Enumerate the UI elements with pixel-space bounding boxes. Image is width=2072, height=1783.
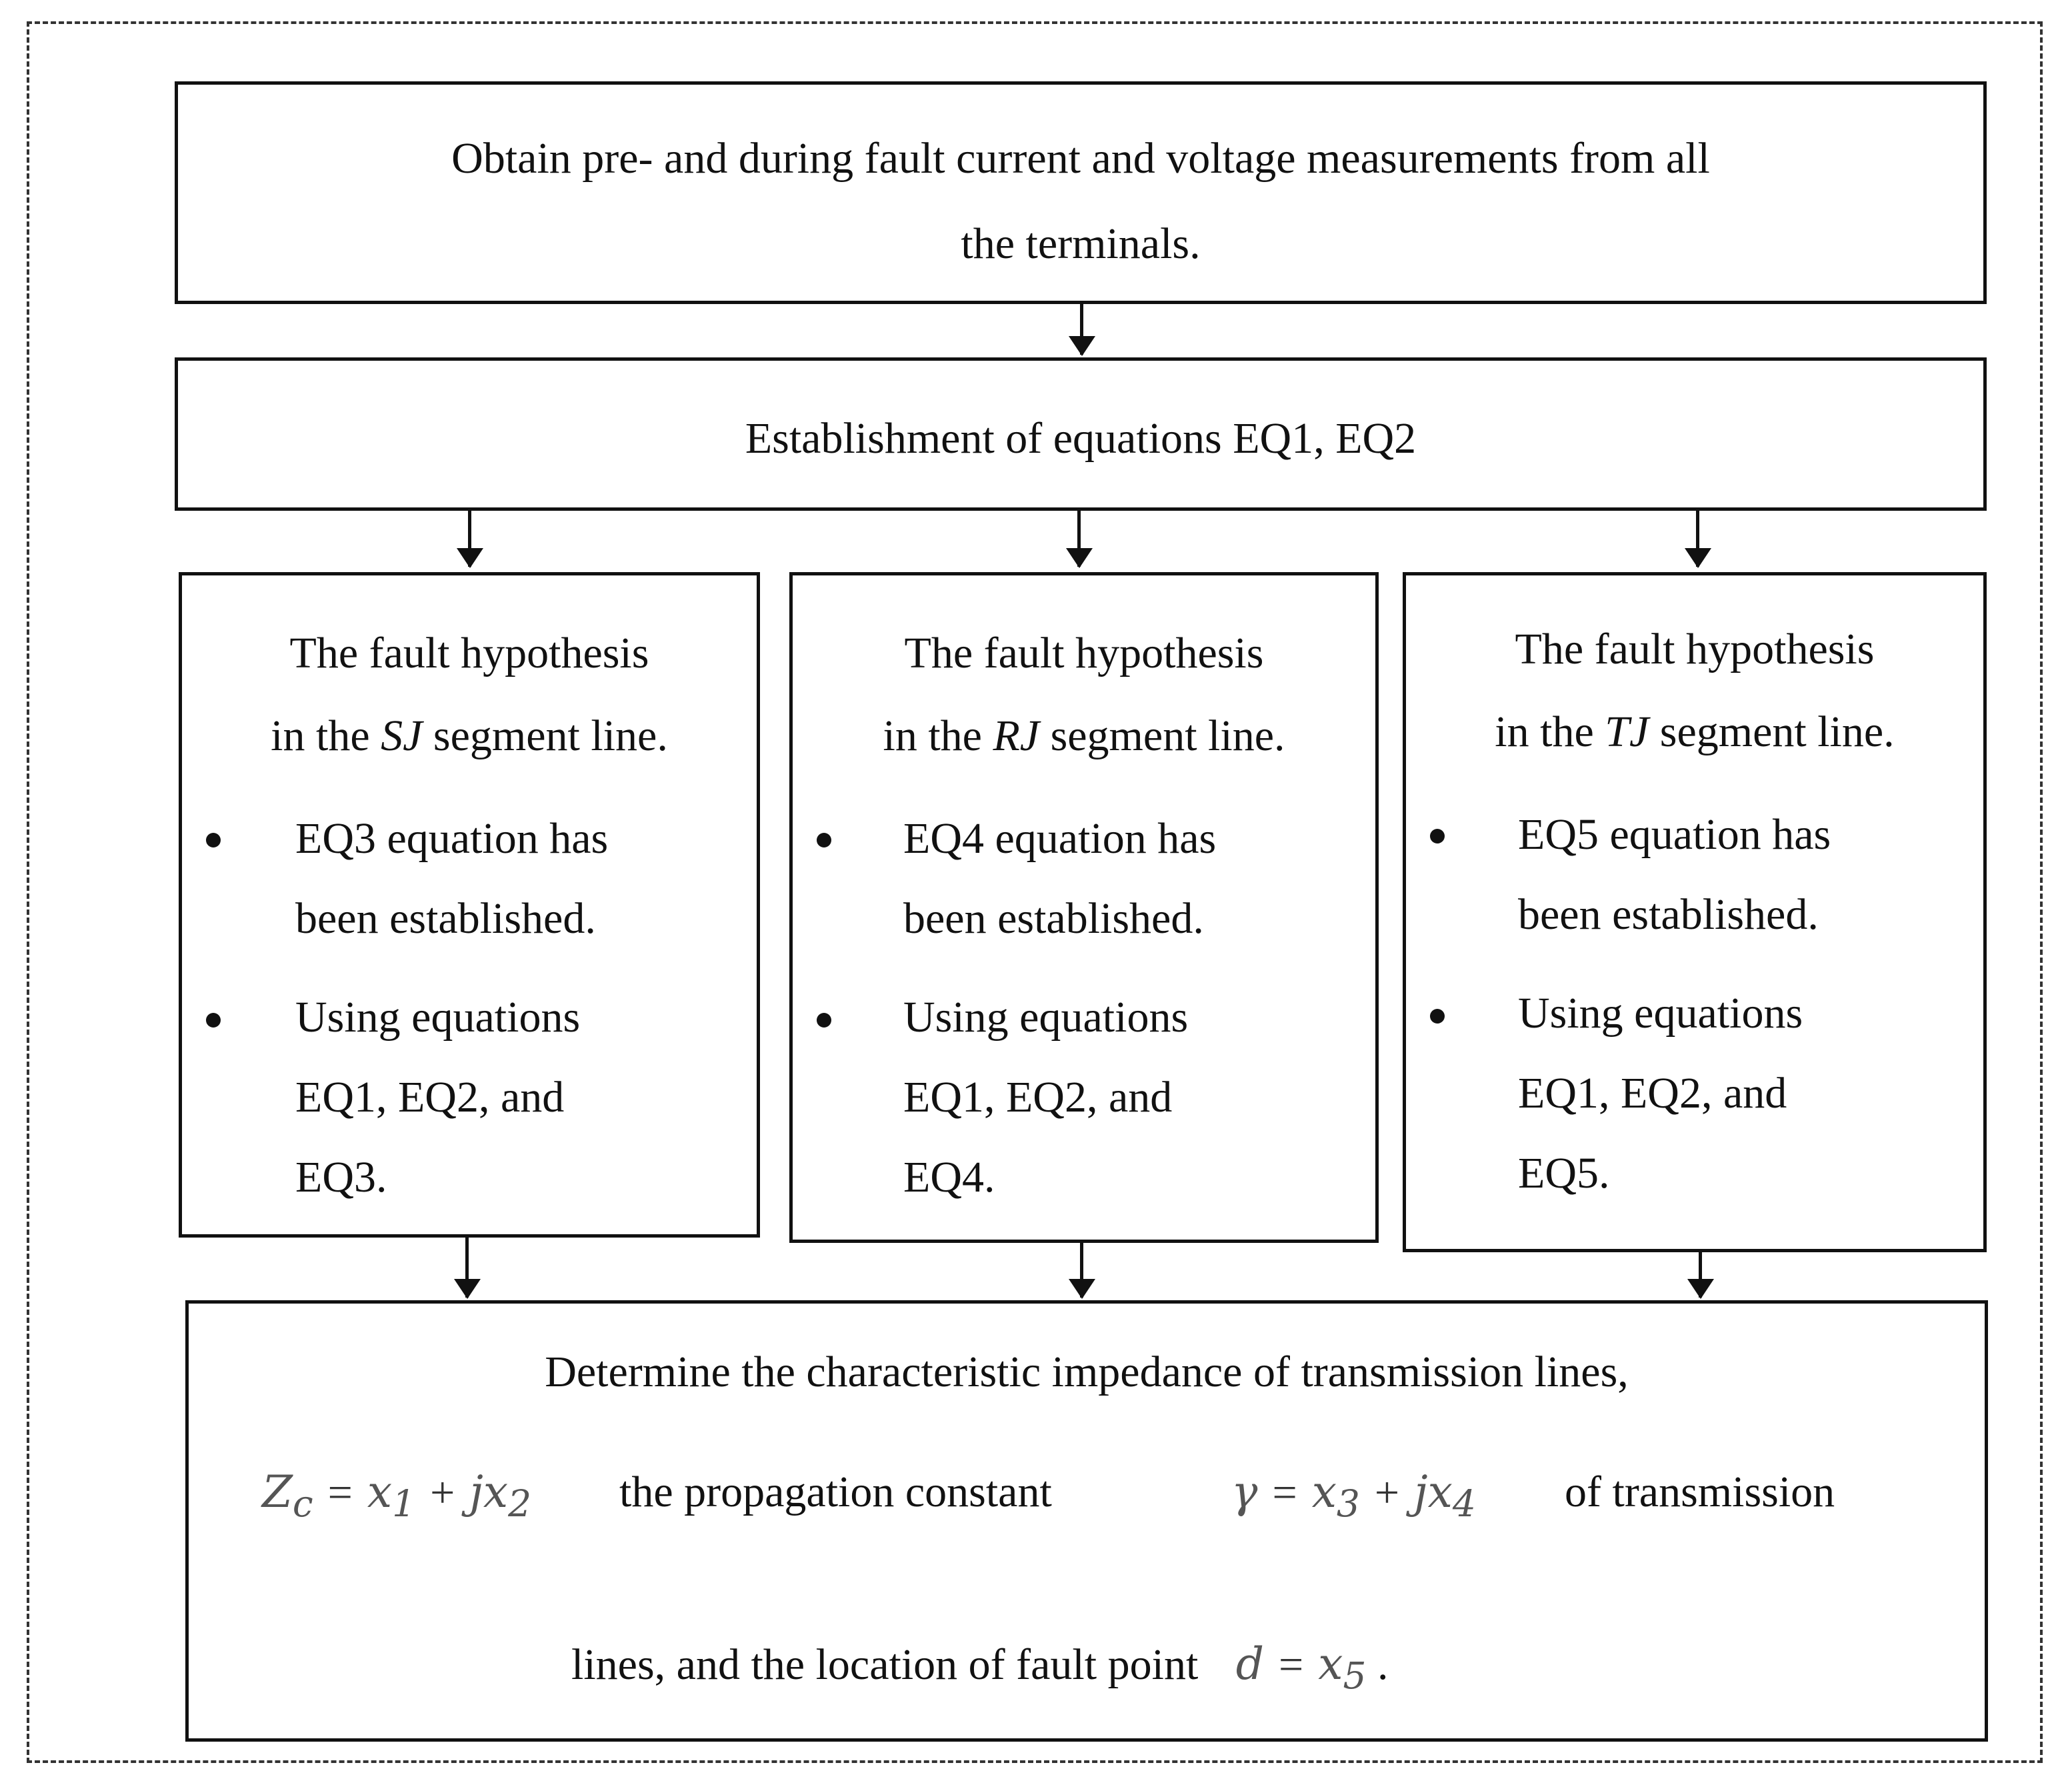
step1-line2: the terminals. xyxy=(961,219,1201,268)
hyp-tj-b2-l1: Using equations xyxy=(1518,989,1803,1038)
hyp-rj-line2: in the RJ segment line. xyxy=(883,711,1285,760)
hyp-rj-b2-l3: EQ4. xyxy=(903,1153,995,1202)
step-obtain-measurements: Obtain pre- and during fault current and… xyxy=(175,81,1987,304)
bullet-dot xyxy=(1430,1009,1445,1024)
hyp-rj-b1-l2: been established. xyxy=(903,894,1204,943)
hyp-rj-b2-l1: Using equations xyxy=(903,993,1189,1042)
segment-sj: SJ xyxy=(381,711,423,760)
hyp-sj-title: The fault hypothesis xyxy=(289,629,649,677)
arrow-step2-to-tj xyxy=(1685,511,1711,568)
equation-fault-location: d=x5 xyxy=(1235,1638,1367,1698)
hyp-rj-b1-l1: EQ4 equation has xyxy=(903,814,1217,863)
result-box: Determine the characteristic impedance o… xyxy=(185,1300,1988,1742)
hyp-tj-line2: in the TJ segment line. xyxy=(1495,707,1895,756)
equation-propagation-constant: γ=x3+jx4 xyxy=(1231,1466,1476,1526)
arrow-tj-to-result xyxy=(1687,1252,1714,1299)
step2-text: Establishment of equations EQ1, EQ2 xyxy=(745,414,1417,463)
hyp-sj-b2-l1: Using equations xyxy=(295,993,581,1042)
bullet-dot xyxy=(206,833,221,847)
hyp-tj-title: The fault hypothesis xyxy=(1515,625,1875,673)
step-establish-equations: Establishment of equations EQ1, EQ2 xyxy=(175,357,1987,511)
segment-tj: TJ xyxy=(1605,707,1649,756)
arrow-step1-to-step2 xyxy=(1069,304,1095,356)
hypothesis-sj-box: The fault hypothesis in the SJ segment l… xyxy=(179,572,760,1238)
result-line3: lines, and the location of fault point d… xyxy=(571,1638,1389,1698)
arrow-step2-to-rj xyxy=(1066,511,1093,568)
hyp-tj-b2-l2: EQ1, EQ2, and xyxy=(1518,1069,1787,1118)
segment-rj: RJ xyxy=(993,711,1040,760)
equation-characteristic-impedance: Zc=x1+jx2 xyxy=(262,1466,532,1526)
hyp-rj-b2-l2: EQ1, EQ2, and xyxy=(903,1073,1173,1122)
arrow-step2-to-sj xyxy=(457,511,483,568)
step1-line1: Obtain pre- and during fault current and… xyxy=(451,134,1710,183)
hyp-sj-line2: in the SJ segment line. xyxy=(271,711,668,760)
arrow-rj-to-result xyxy=(1069,1243,1095,1299)
hyp-sj-b1-l2: been established. xyxy=(295,894,596,943)
hyp-tj-b2-l3: EQ5. xyxy=(1518,1149,1610,1198)
bullet-dot xyxy=(1430,829,1445,843)
hypothesis-tj-box: The fault hypothesis in the TJ segment l… xyxy=(1403,572,1987,1252)
hyp-tj-b1-l1: EQ5 equation has xyxy=(1518,810,1831,859)
hyp-tj-b1-l2: been established. xyxy=(1518,890,1819,939)
result-line1: Determine the characteristic impedance o… xyxy=(545,1348,1629,1396)
bullet-dot xyxy=(817,833,831,847)
result-mid-text: the propagation constant xyxy=(619,1468,1052,1516)
bullet-dot xyxy=(206,1013,221,1028)
hyp-sj-b1-l1: EQ3 equation has xyxy=(295,814,609,863)
outer-dashed-frame xyxy=(27,21,2043,1763)
hyp-rj-title: The fault hypothesis xyxy=(904,629,1264,677)
bullet-dot xyxy=(817,1013,831,1028)
hyp-sj-b2-l2: EQ1, EQ2, and xyxy=(295,1073,565,1122)
hypothesis-rj-box: The fault hypothesis in the RJ segment l… xyxy=(789,572,1379,1243)
arrow-sj-to-result xyxy=(454,1238,481,1299)
hyp-sj-b2-l3: EQ3. xyxy=(295,1153,387,1202)
result-tail-text: of transmission xyxy=(1565,1468,1835,1516)
